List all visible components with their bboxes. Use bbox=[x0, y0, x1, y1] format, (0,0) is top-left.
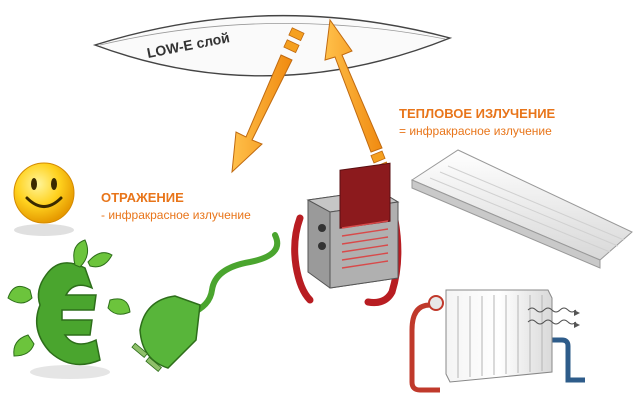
smiley-icon bbox=[13, 162, 75, 236]
reflection-subtitle: - инфракрасное излучение bbox=[101, 208, 251, 222]
fan-heater-icon bbox=[291, 162, 402, 306]
thermal-radiation-subtitle: = инфракрасное излучение bbox=[399, 124, 552, 138]
ceiling-ir-heater-icon bbox=[410, 149, 633, 269]
radiator-icon bbox=[409, 289, 585, 393]
lowe-glass-layer bbox=[92, 14, 453, 77]
reflection-arrow bbox=[231, 27, 305, 174]
euro-eco-icon bbox=[7, 239, 131, 379]
thermal-radiation-title: ТЕПЛОВОЕ ИЗЛУЧЕНИЕ bbox=[399, 106, 556, 121]
reflection-title: ОТРАЖЕНИЕ bbox=[101, 190, 184, 205]
green-plug-icon bbox=[131, 232, 281, 373]
